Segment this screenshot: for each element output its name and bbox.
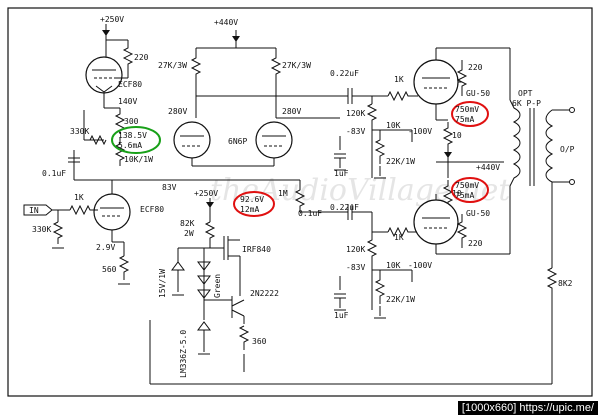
- r560-label: 560: [102, 265, 117, 274]
- m83-top-label: -83V: [346, 127, 365, 136]
- c022-bot-label: 0.22uF: [330, 203, 359, 212]
- r10k-bot-label: 10K: [386, 261, 401, 270]
- c1uf-bot-label: 1uF: [334, 311, 349, 320]
- lm3362-label: LM336Z-5.0: [179, 330, 188, 378]
- annotation-gu-top-voltage: 750mV: [455, 105, 479, 114]
- gu50-bottom-stage: [318, 194, 510, 319]
- opt-stage: [149, 99, 575, 385]
- r1m-label: 1M: [278, 189, 288, 198]
- m100-top-label: -100V: [408, 127, 432, 136]
- annotation-gu-bottom-voltage: 750mV: [455, 181, 479, 190]
- r22k-bot-label: 22K/1W: [386, 295, 415, 304]
- r120k-bot-label: 120K: [346, 245, 365, 254]
- ecf80-top-stage: [68, 24, 160, 181]
- v140-label: 140V: [118, 97, 137, 106]
- r82k-label: 82K: [180, 219, 195, 228]
- annotation-green-current: 5.6mA: [118, 141, 142, 150]
- supply-250v-mid: +250V: [194, 189, 218, 198]
- annotation-mid-current: 12mA: [240, 205, 259, 214]
- green-led-label: Green: [213, 274, 222, 298]
- ecf80-top-label: ECF80: [118, 80, 142, 89]
- r360-label: 360: [252, 337, 267, 346]
- r330k-fb-label: 330K: [70, 127, 89, 136]
- annotation-green-voltage: 138.5V: [118, 131, 147, 140]
- v280-right-label: 280V: [282, 107, 301, 116]
- r22k-top-label: 22K/1W: [386, 157, 415, 166]
- opt-impedance-label: 6K P-P: [512, 99, 541, 108]
- 6n6p-right-tube: [255, 121, 293, 159]
- r220-top-label: 220: [134, 53, 149, 62]
- supply-250v-top: +250V: [100, 15, 124, 24]
- ecf80-bottom-tube: [93, 193, 131, 231]
- annotation-mid-ellipse: [233, 191, 275, 217]
- v280-left-label: 280V: [168, 107, 187, 116]
- supply-440v-opt: +440V: [476, 163, 500, 172]
- v83-label: 83V: [162, 183, 177, 192]
- gu50-bottom-label: GU-50: [466, 209, 490, 218]
- v2-9-label: 2.9V: [96, 243, 115, 252]
- q2n2222-label: 2N2222: [250, 289, 279, 298]
- r10-top-label: 10: [452, 131, 462, 140]
- gu50-top-tube: [413, 59, 459, 105]
- gu50-top-stage: [330, 47, 511, 179]
- c1uf-top-label: 1uF: [334, 169, 349, 178]
- zener-15v-label: 15V/1W: [158, 269, 167, 298]
- output-label: O/P: [560, 145, 575, 154]
- r2w-label: 2W: [184, 229, 194, 238]
- annotation-gu-top-current: 75mA: [455, 115, 474, 124]
- r10k-top-label: 10K: [386, 121, 401, 130]
- r300-label: 300: [124, 117, 139, 126]
- r10k1w-label: 10K/1W: [124, 155, 153, 164]
- r27k-left-label: 27K/3W: [158, 61, 187, 70]
- r220-gu-top-label: 220: [468, 63, 483, 72]
- 6n6p-left-tube: [173, 121, 211, 159]
- r220-gu-bot-label: 220: [468, 239, 483, 248]
- r10-bot-label: 10: [452, 189, 462, 198]
- r120k-top-label: 120K: [346, 109, 365, 118]
- annotation-mid-voltage: 92.6V: [240, 195, 264, 204]
- annotation-green-ellipse: [111, 126, 161, 154]
- r330k-in-label: 330K: [32, 225, 51, 234]
- opt-label: OPT: [518, 89, 533, 98]
- ecf80-bottom-label: ECF80: [140, 205, 164, 214]
- r1k-top-label: 1K: [394, 75, 404, 84]
- r27k-right-label: 27K/3W: [282, 61, 311, 70]
- r1k-in-label: 1K: [74, 193, 84, 202]
- gu50-top-label: GU-50: [466, 89, 490, 98]
- annotation-gu-bottom-ellipse: [451, 177, 489, 203]
- annotation-gu-top-ellipse: [451, 101, 489, 127]
- r8k2-label: 8K2: [558, 279, 573, 288]
- border: [7, 7, 593, 397]
- ecf80-bottom-stage: [23, 180, 131, 285]
- c01-left-label: 0.1uF: [42, 169, 66, 178]
- ccs-stage: [171, 198, 250, 372]
- 6n6p-stage: [160, 30, 340, 213]
- irf840-label: IRF840: [242, 245, 271, 254]
- ecf80-top-tube: [85, 56, 123, 94]
- annotation-gu-bottom-current: 75mA: [455, 191, 474, 200]
- m100-bot-label: -100V: [408, 261, 432, 270]
- m83-bot-label: -83V: [346, 263, 365, 272]
- c01-mid-label: 0.1uF: [298, 209, 322, 218]
- footer-url-badge: [1000x660] https://upic.me/: [457, 401, 598, 415]
- gu50-bottom-tube: [413, 199, 459, 245]
- input-label: IN: [29, 206, 39, 215]
- 6n6p-label: 6N6P: [228, 137, 247, 146]
- r1k-bot-label: 1K: [394, 233, 404, 242]
- c022-top-label: 0.22uF: [330, 69, 359, 78]
- supply-440v-top: +440V: [214, 18, 238, 27]
